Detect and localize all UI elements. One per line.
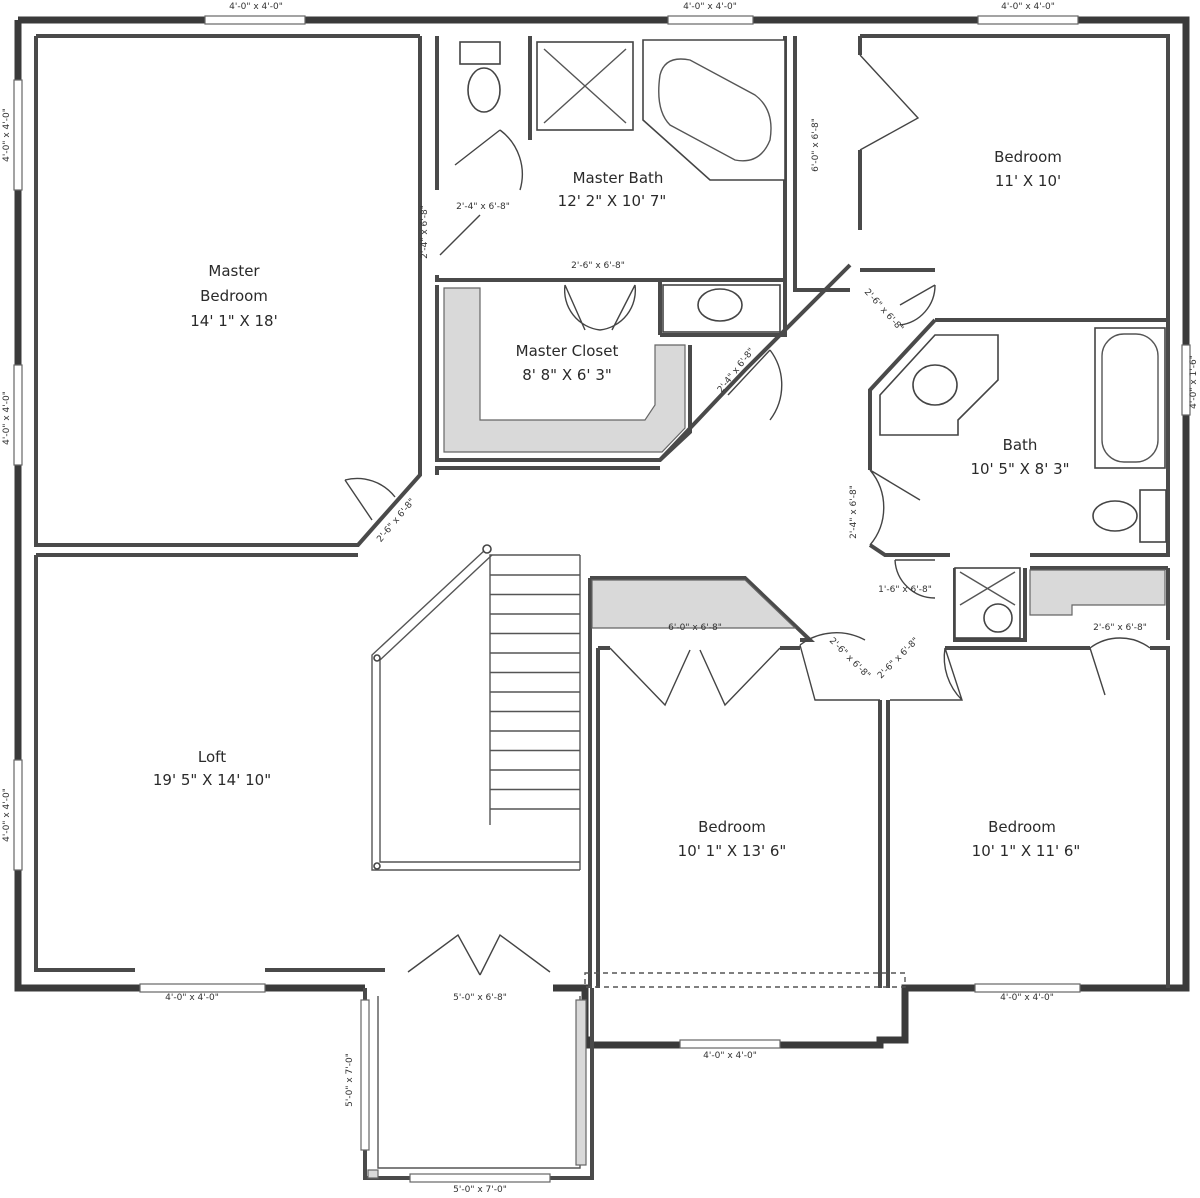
bath-toilet-tank <box>1139 489 1167 543</box>
dim-win-bay-left: 5'-0" x 7'-0" <box>345 1053 355 1107</box>
dim-door-bath-entry: 2'-4" x 6'-8" <box>420 205 430 259</box>
window-top-center <box>667 15 754 25</box>
bath-name: Bath <box>1003 436 1038 454</box>
dim-door-se-bed: 2'-6" x 6'-8" <box>876 636 921 681</box>
bedroom-center-name: Bedroom <box>698 818 766 836</box>
bedroom-se-size: 10' 1" X 11' 6" <box>972 842 1081 860</box>
window-bottom-right <box>974 983 1081 993</box>
dim-win-bay-bottom: 5'-0" x 7'-0" <box>453 1185 507 1195</box>
dim-win-bottom-right: 4'-0" x 4'-0" <box>1000 993 1054 1003</box>
dim-win-left-lower: 4'-0" x 4'-0" <box>2 788 12 842</box>
master-bath-size: 12' 2" X 10' 7" <box>558 192 667 210</box>
fixtures <box>459 39 1167 639</box>
bedroom-center-size: 10' 1" X 13' 6" <box>678 842 787 860</box>
bedroom-se-name: Bedroom <box>988 818 1056 836</box>
master-bedroom-name-2: Bedroom <box>200 287 268 305</box>
bath-sink-icon <box>912 364 958 406</box>
dim-door-se-closet: 2'-6" x 6'-8" <box>1093 623 1147 633</box>
bath-size: 10' 5" X 8' 3" <box>970 460 1069 478</box>
room-labels: Master Bedroom 14' 1" X 18' Master Bath … <box>153 148 1080 860</box>
closet-shelving <box>367 287 1166 1179</box>
dim-door-wc: 2'-4" x 6'-8" <box>456 202 510 212</box>
dim-win-left-middle: 4'-0" x 4'-0" <box>2 391 12 445</box>
dim-door-center-bed: 2'-6" x 6'-8" <box>827 636 872 681</box>
dim-win-left-upper: 4'-0" x 4'-0" <box>2 108 12 162</box>
doors <box>344 54 1151 976</box>
toilet-icon <box>459 41 501 65</box>
window-top-right <box>977 15 1079 25</box>
window-bay-bottom <box>409 1173 551 1183</box>
bedroom-ne-size: 11' X 10' <box>995 172 1061 190</box>
dim-door-linen: 1'-6" x 6'-8" <box>878 585 932 595</box>
dim-win-top-right: 4'-0" x 4'-0" <box>1001 2 1055 12</box>
dim-door-ne-bed: 2'-6" x 6'-8" <box>862 287 905 334</box>
bedroom-ne-name: Bedroom <box>994 148 1062 166</box>
staircase <box>371 544 581 871</box>
window-left-middle <box>13 364 23 466</box>
master-bedroom-size: 14' 1" X 18' <box>190 312 277 330</box>
dim-door-closet: 2'-6" x 6'-8" <box>571 261 625 271</box>
window-bottom-center <box>679 1039 781 1049</box>
loft-name: Loft <box>198 748 226 766</box>
sink-icon <box>697 288 743 322</box>
bathtub-icon <box>642 39 786 181</box>
bath-tub-icon <box>1094 327 1166 469</box>
toilet-bowl-icon <box>467 67 501 113</box>
window-right-bath <box>1181 344 1191 416</box>
window-left-upper <box>13 79 23 191</box>
master-bedroom-name-1: Master <box>208 262 260 280</box>
dim-win-top-center: 4'-0" x 4'-0" <box>683 2 737 12</box>
window-bay-left <box>360 999 370 1151</box>
windows <box>13 15 1191 1183</box>
dim-door-bay: 5'-0" x 6'-8" <box>453 993 507 1003</box>
master-closet-name: Master Closet <box>516 342 619 360</box>
dim-win-bottom-center: 4'-0" x 4'-0" <box>703 1051 757 1061</box>
loft-size: 19' 5" X 14' 10" <box>153 771 271 789</box>
dim-door-center-closet: 6'-0" x 6'-8" <box>668 623 722 633</box>
interior-walls <box>34 34 1170 988</box>
master-bath-name: Master Bath <box>573 169 664 187</box>
dim-win-bottom-left: 4'-0" x 4'-0" <box>165 993 219 1003</box>
dim-win-right-bath: 4'-0" x 1'-6" <box>1189 355 1199 409</box>
window-bottom-left <box>139 983 266 993</box>
dim-door-bath: 2'-4" x 6'-8" <box>849 485 859 539</box>
bath-toilet-icon <box>1092 500 1138 532</box>
master-closet-size: 8' 8" X 6' 3" <box>522 366 612 384</box>
dim-win-top-left: 4'-0" x 4'-0" <box>229 2 283 12</box>
window-left-lower <box>13 759 23 871</box>
dim-door-ne-closet: 6'-0" x 6'-8" <box>811 118 821 172</box>
window-top-left <box>204 15 306 25</box>
beam-line <box>584 972 906 988</box>
